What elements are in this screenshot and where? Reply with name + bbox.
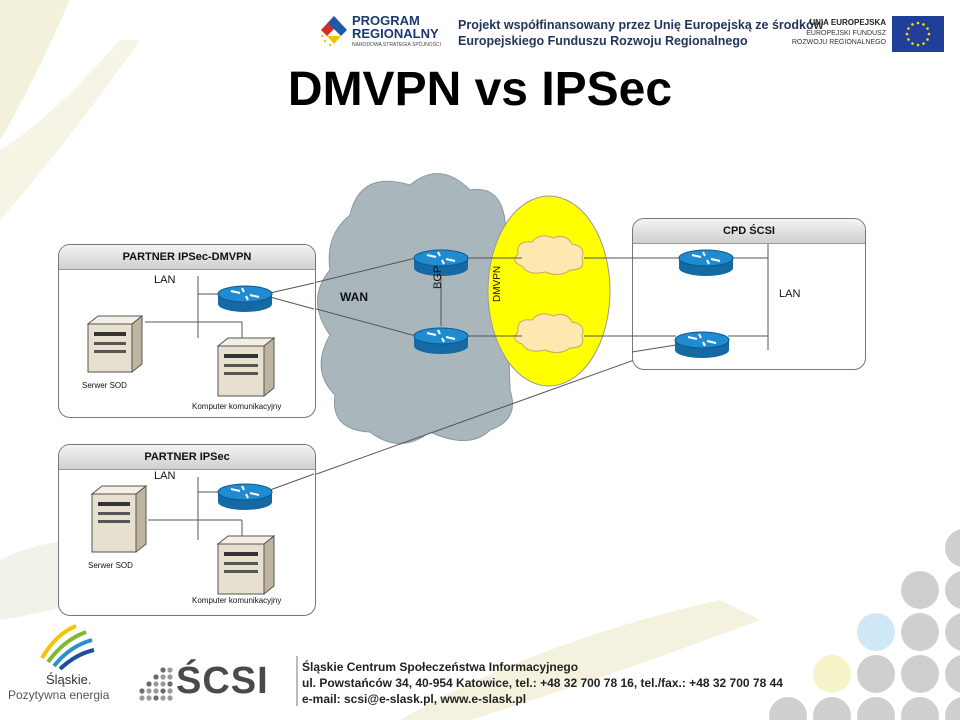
partner-ipsec-lan-label: LAN <box>154 470 176 482</box>
regionalny-label: REGIONALNY <box>352 26 439 41</box>
bgp-label: BGP <box>432 265 444 289</box>
slaskie-slogan: Pozytywna energia <box>8 688 110 702</box>
strategy-label: NARODOWA STRATEGIA SPÓJNOŚCI <box>352 42 441 48</box>
program-label: PROGRAM <box>352 13 420 28</box>
project-line-1: Projekt współfinansowany przez Unię Euro… <box>458 18 824 32</box>
server-partner-ipsec <box>90 484 148 554</box>
footer-divider <box>296 656 298 706</box>
eu-fund-label: EUROPEJSKI FUNDUSZ <box>806 30 886 37</box>
cpd-title: CPD ŚCSI <box>633 219 865 244</box>
eu-label: UNIA EUROPEJSKA <box>809 18 886 27</box>
slaskie-name: Śląskie. <box>46 672 92 687</box>
partner-ipsec-title: PARTNER IPSec <box>59 445 315 470</box>
page-title: DMVPN vs IPSec <box>287 63 673 116</box>
dmvpn-label: DMVPN <box>492 265 503 302</box>
footer-org-name: Śląskie Centrum Społeczeństwa Informacyj… <box>302 660 579 674</box>
slaskie-logo <box>36 622 96 671</box>
program-regionalny-logo <box>318 12 350 48</box>
wan-label: WAN <box>340 290 368 304</box>
eu-fund-label-2: ROZWOJU REGIONALNEGO <box>791 39 886 46</box>
server-partner-dmvpn <box>86 314 144 374</box>
scsi-logo-text: ŚCSI <box>176 660 269 702</box>
computer-partner-ipsec <box>216 534 276 596</box>
footer-address: ul. Powstańców 34, 40-954 Katowice, tel.… <box>302 676 783 690</box>
router-partner-dmvpn <box>217 285 273 312</box>
scsi-logo-icon <box>138 666 174 702</box>
cpd-lan-label: LAN <box>779 288 801 300</box>
wan-cloud <box>317 173 513 444</box>
footer-contact: e-mail: scsi@e-slask.pl, www.e-slask.pl <box>302 692 527 706</box>
partner-ipsec-computer-label: Komputer komunikacyjny <box>192 596 282 605</box>
computer-partner-dmvpn <box>216 336 276 398</box>
router-partner-ipsec <box>217 483 273 510</box>
dmvpn-cloud-bottom <box>514 313 584 354</box>
decorative-dot-grid <box>769 529 960 720</box>
dmvpn-cloud-top <box>514 235 584 276</box>
router-wan-bottom <box>413 327 469 354</box>
cpd-box: CPD ŚCSI <box>632 218 866 370</box>
partner-dmvpn-lan-label: LAN <box>154 274 176 286</box>
partner-dmvpn-computer-label: Komputer komunikacyjny <box>192 402 282 411</box>
router-cpd-top <box>678 249 734 276</box>
partner-dmvpn-title: PARTNER IPSec-DMVPN <box>59 245 315 270</box>
router-wan-top <box>413 249 469 276</box>
router-cpd-bottom <box>674 331 730 358</box>
partner-dmvpn-server-label: Serwer SOD <box>82 381 127 390</box>
project-line-2: Europejskiego Funduszu Rozwoju Regionaln… <box>458 34 748 48</box>
eu-flag-icon <box>892 16 944 52</box>
partner-ipsec-server-label: Serwer SOD <box>88 561 133 570</box>
